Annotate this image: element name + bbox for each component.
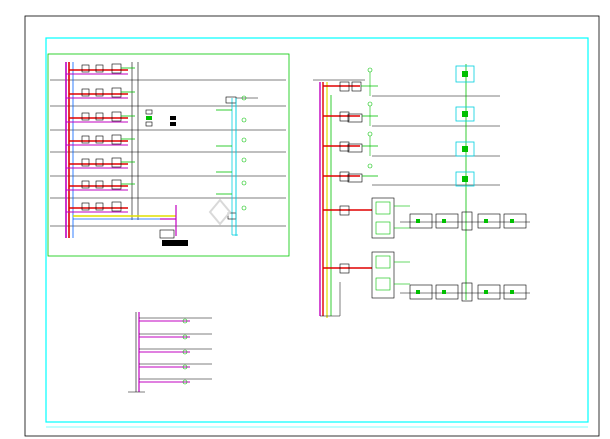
sheet-inner-frame bbox=[45, 37, 589, 423]
legend-block bbox=[145, 109, 176, 127]
riser-panel-border bbox=[47, 53, 290, 257]
riser-diagram bbox=[47, 53, 290, 257]
floor-branch-rows bbox=[66, 63, 160, 220]
branch-row bbox=[66, 157, 135, 169]
watermark-logo-icon bbox=[208, 198, 232, 226]
system-diagram bbox=[313, 64, 530, 318]
branch-row bbox=[66, 201, 160, 220]
branch-row bbox=[323, 131, 378, 156]
branch-row bbox=[66, 111, 135, 123]
floor-divider-lines bbox=[50, 79, 286, 227]
branch-row bbox=[323, 163, 378, 183]
branch-row bbox=[313, 67, 378, 96]
bus-diagram bbox=[128, 312, 212, 393]
branch-row bbox=[66, 179, 135, 191]
branch-row bbox=[66, 63, 135, 75]
branch-row bbox=[66, 134, 135, 146]
bus-lines bbox=[372, 95, 500, 186]
equipment-column bbox=[455, 64, 475, 300]
bus-taps bbox=[139, 317, 212, 385]
sheet-outer-frame bbox=[24, 15, 600, 437]
equipment-label-box bbox=[162, 240, 188, 246]
system-branch-rows bbox=[313, 67, 378, 183]
watermark bbox=[208, 198, 232, 226]
lower-group bbox=[323, 197, 530, 239]
equipment-box bbox=[150, 205, 188, 246]
cyan-riser-column bbox=[216, 95, 258, 236]
branch-row bbox=[323, 101, 378, 126]
lower-group bbox=[323, 251, 530, 302]
branch-row bbox=[66, 87, 135, 99]
